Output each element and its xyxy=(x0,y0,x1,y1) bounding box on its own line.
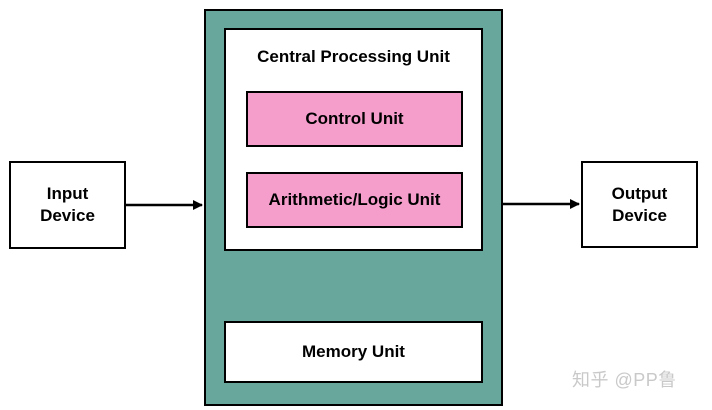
cpu-title: Central Processing Unit xyxy=(257,47,450,66)
control-unit-label: Control Unit xyxy=(305,109,404,128)
control-unit-box: Control Unit xyxy=(246,91,463,147)
input-device-box: Input Device xyxy=(9,161,126,249)
input-device-label: Input Device xyxy=(40,184,95,225)
alu-box: Arithmetic/Logic Unit xyxy=(246,172,463,228)
memory-unit-box: Memory Unit xyxy=(224,321,483,383)
output-device-box: Output Device xyxy=(581,161,698,248)
watermark: 知乎 @PP鲁 xyxy=(572,370,677,390)
output-device-label: Output Device xyxy=(611,183,668,225)
alu-label: Arithmetic/Logic Unit xyxy=(268,190,441,209)
memory-unit-label: Memory Unit xyxy=(302,342,405,361)
